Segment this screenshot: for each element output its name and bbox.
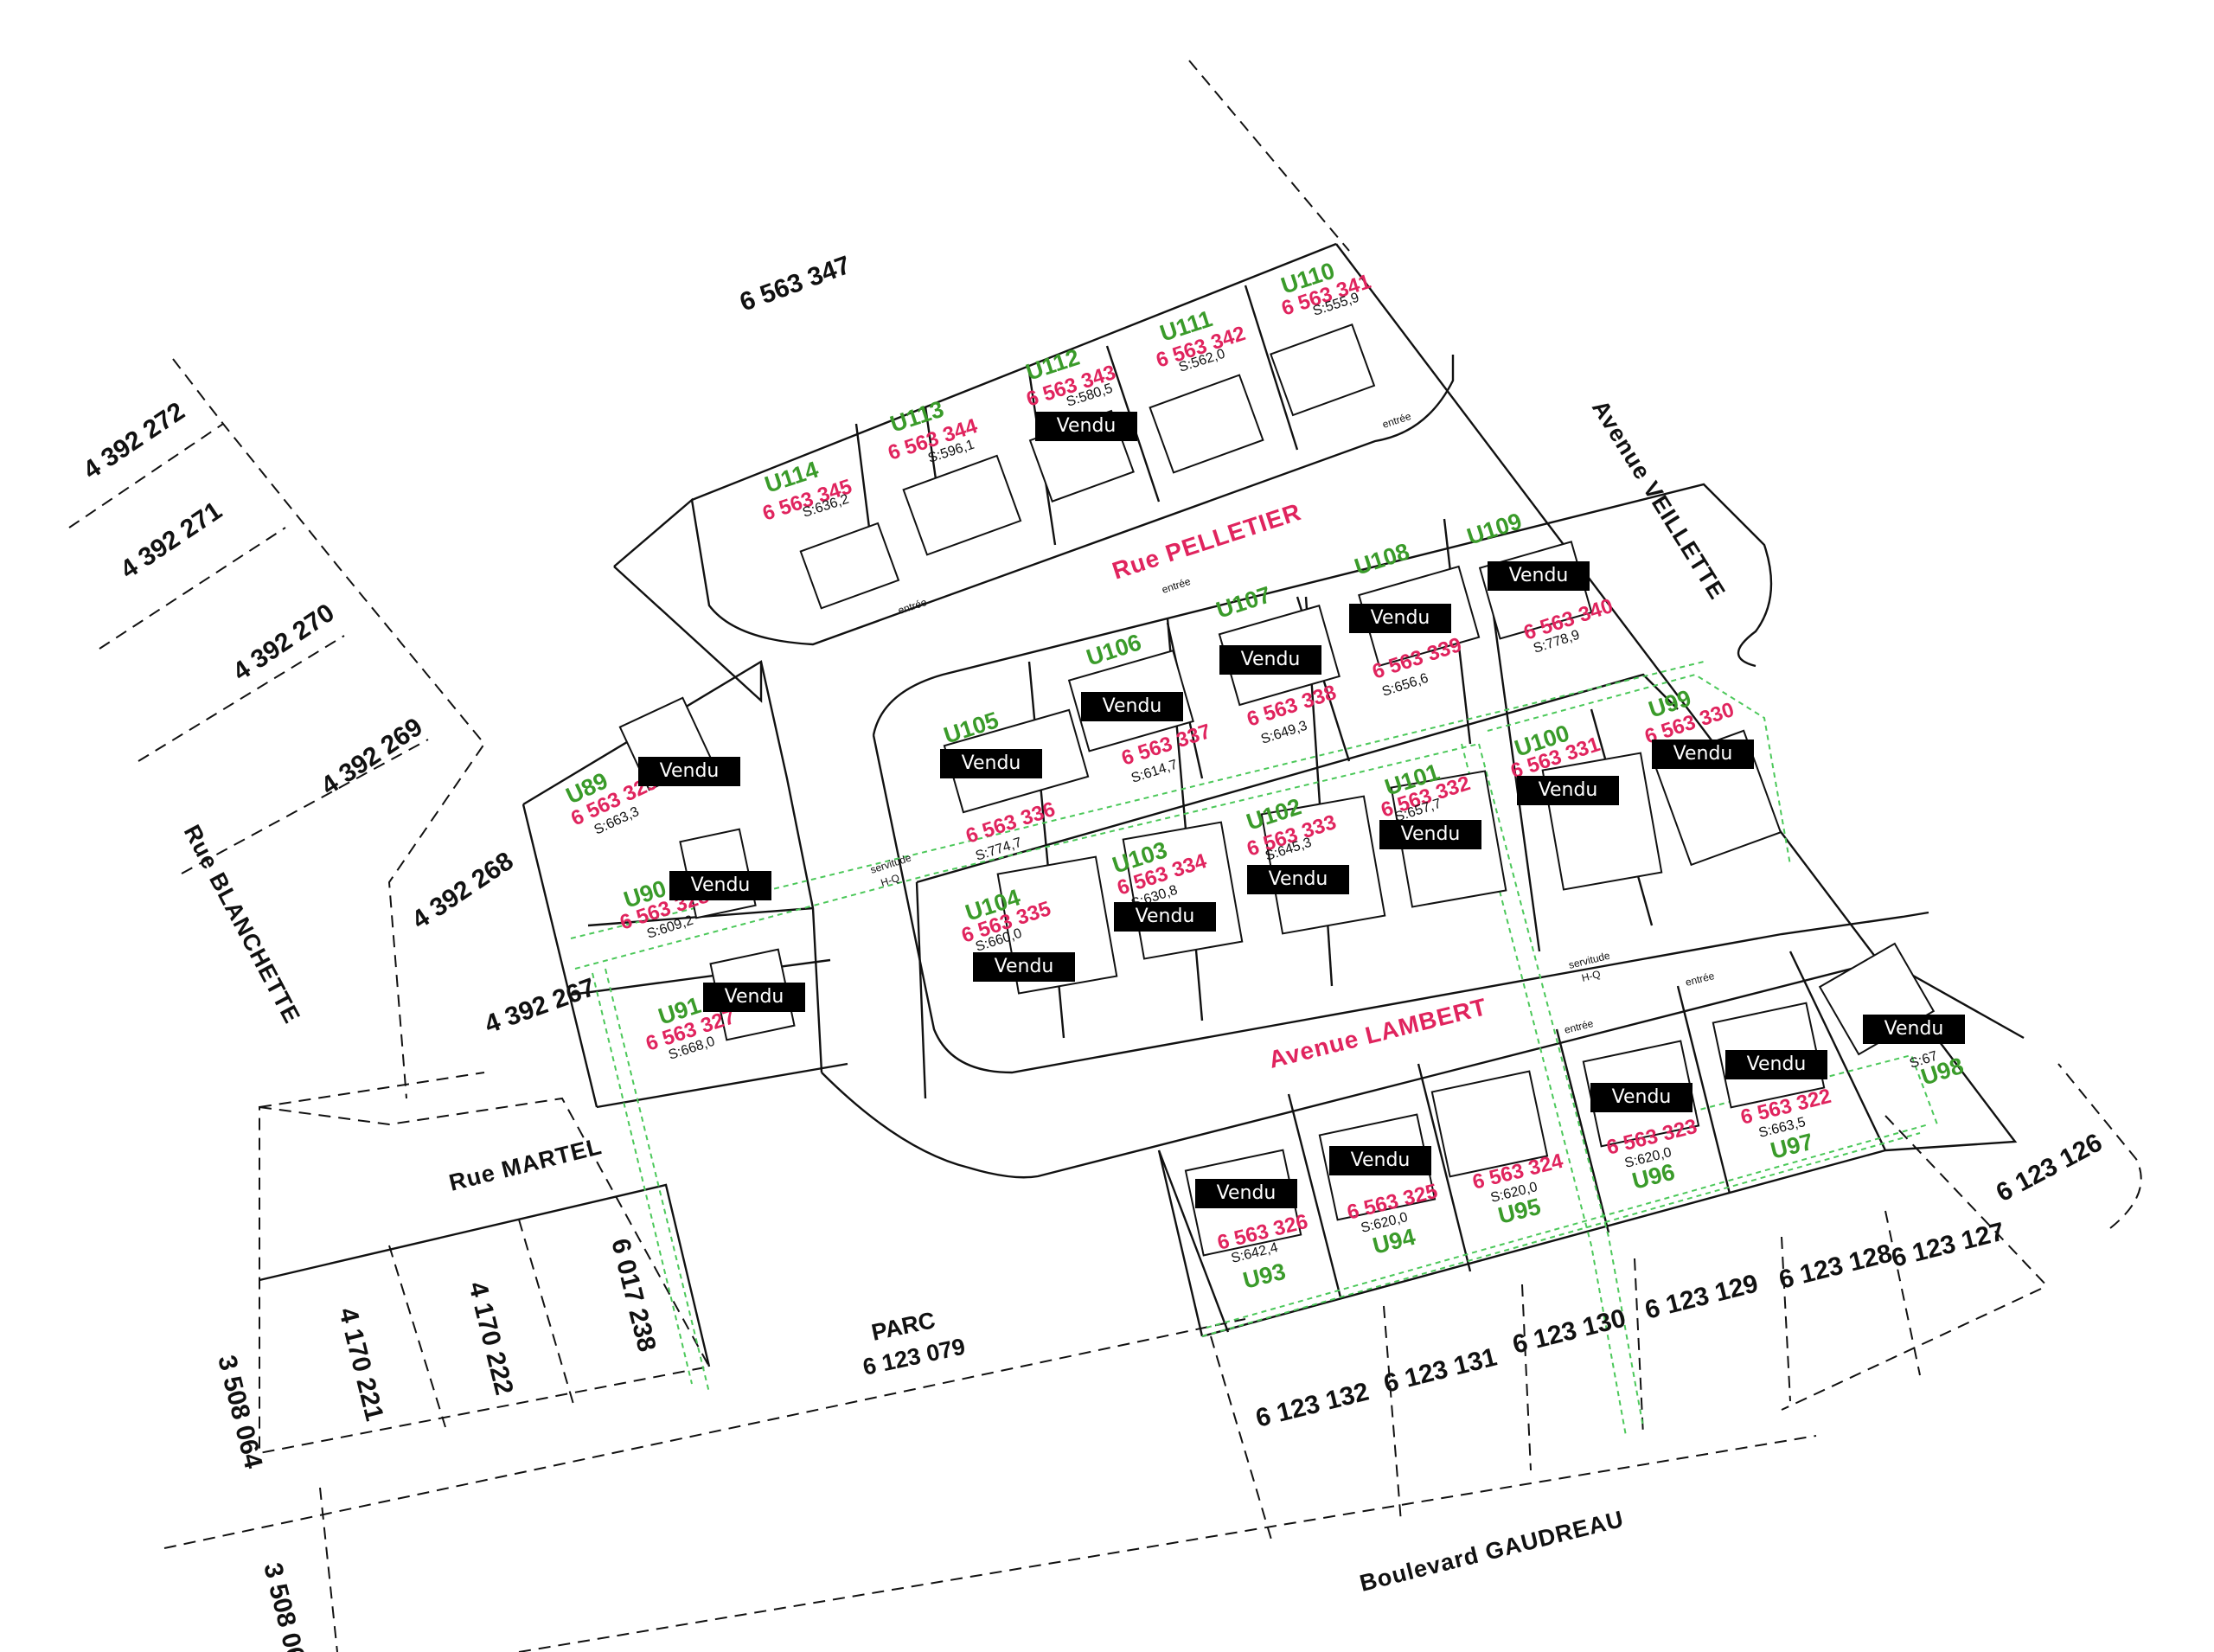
neighbor-number: 6 123 129 bbox=[1642, 1269, 1761, 1324]
sold-badge-u106: Vendu bbox=[1081, 692, 1183, 721]
neighbor-number: 4 392 268 bbox=[406, 847, 518, 935]
neighbor-number: 4 392 271 bbox=[115, 496, 227, 585]
sold-badge-u103: Vendu bbox=[1114, 902, 1216, 932]
servitude-lines bbox=[570, 661, 1938, 1437]
entry-label: entrée bbox=[1381, 410, 1413, 431]
neighbor-number: 3 508 064 bbox=[212, 1353, 267, 1472]
servitude-label: H-Q bbox=[880, 872, 901, 889]
street-name-martel: Rue MARTEL bbox=[446, 1133, 605, 1196]
street-name-veillette: Avenue VEILLETTE bbox=[1587, 395, 1731, 604]
lot-boundaries bbox=[522, 242, 2025, 1338]
entry-label: entrée bbox=[1684, 970, 1716, 989]
street-name-blanchette: Rue BLANCHETTE bbox=[179, 821, 305, 1028]
street-name-pelletier: Rue PELLETIER bbox=[1109, 498, 1304, 585]
lot-number: U108 bbox=[1352, 538, 1413, 579]
neighbor-parcel-lines bbox=[68, 60, 2142, 1652]
neighbor-number: 6 123 126 bbox=[1992, 1128, 2107, 1207]
neighbor-number: 4 392 267 bbox=[481, 973, 599, 1040]
sold-badge-u91: Vendu bbox=[703, 983, 805, 1012]
sold-badge-u102: Vendu bbox=[1247, 865, 1349, 894]
neighbor-number: 6 123 127 bbox=[1889, 1217, 2007, 1272]
neighbor-number: 6 563 347 bbox=[736, 251, 854, 317]
entry-label: entrée bbox=[897, 596, 929, 617]
sold-badge-u112: Vendu bbox=[1035, 412, 1137, 441]
neighbor-number: 6 123 132 bbox=[1253, 1377, 1372, 1432]
servitude-label: servitude bbox=[869, 851, 913, 875]
neighbor-number: 4 170 222 bbox=[463, 1279, 518, 1398]
neighbor-number: 6 123 131 bbox=[1381, 1342, 1500, 1398]
neighbor-number: 4 392 272 bbox=[78, 397, 189, 485]
sold-badge-u96: Vendu bbox=[1590, 1083, 1692, 1112]
neighbor-number: 6 123 128 bbox=[1776, 1239, 1895, 1294]
entry-label: entrée bbox=[1563, 1017, 1595, 1036]
neighbor-number: 6 123 130 bbox=[1510, 1303, 1629, 1359]
sold-badge-u89: Vendu bbox=[638, 757, 740, 786]
sold-badge-u105: Vendu bbox=[940, 749, 1042, 778]
neighbor-number: 4 392 269 bbox=[316, 713, 427, 801]
street-name-gaudreau: Boulevard GAUDREAU bbox=[1357, 1506, 1626, 1597]
sold-badge-u107: Vendu bbox=[1219, 645, 1321, 675]
servitude-label: H-Q bbox=[1580, 968, 1602, 984]
entry-label: entrée bbox=[1161, 575, 1193, 596]
lot-number: U93 bbox=[1240, 1258, 1288, 1294]
sold-badge-u104: Vendu bbox=[973, 952, 1075, 982]
lot-number: U109 bbox=[1464, 508, 1526, 549]
street-name-lambert: Avenue LAMBERT bbox=[1266, 993, 1490, 1073]
lot-number: U107 bbox=[1213, 581, 1275, 623]
neighbor-number: 3 508 065 bbox=[258, 1560, 313, 1652]
sold-badge-u93: Vendu bbox=[1195, 1179, 1297, 1208]
sold-badge-u109: Vendu bbox=[1488, 561, 1590, 591]
sold-badge-u94: Vendu bbox=[1329, 1146, 1431, 1175]
neighbor-number: 6 017 238 bbox=[605, 1236, 661, 1354]
sold-badge-u99: Vendu bbox=[1652, 740, 1754, 769]
sold-badge-u98: Vendu bbox=[1863, 1015, 1965, 1044]
neighbor-number: 4 170 221 bbox=[333, 1305, 388, 1424]
sold-badge-u100: Vendu bbox=[1517, 776, 1619, 805]
sold-badge-u90: Vendu bbox=[669, 871, 771, 900]
sold-badge-u108: Vendu bbox=[1349, 604, 1451, 633]
sold-badge-u101: Vendu bbox=[1379, 820, 1481, 849]
sold-badge-u97: Vendu bbox=[1725, 1050, 1827, 1079]
